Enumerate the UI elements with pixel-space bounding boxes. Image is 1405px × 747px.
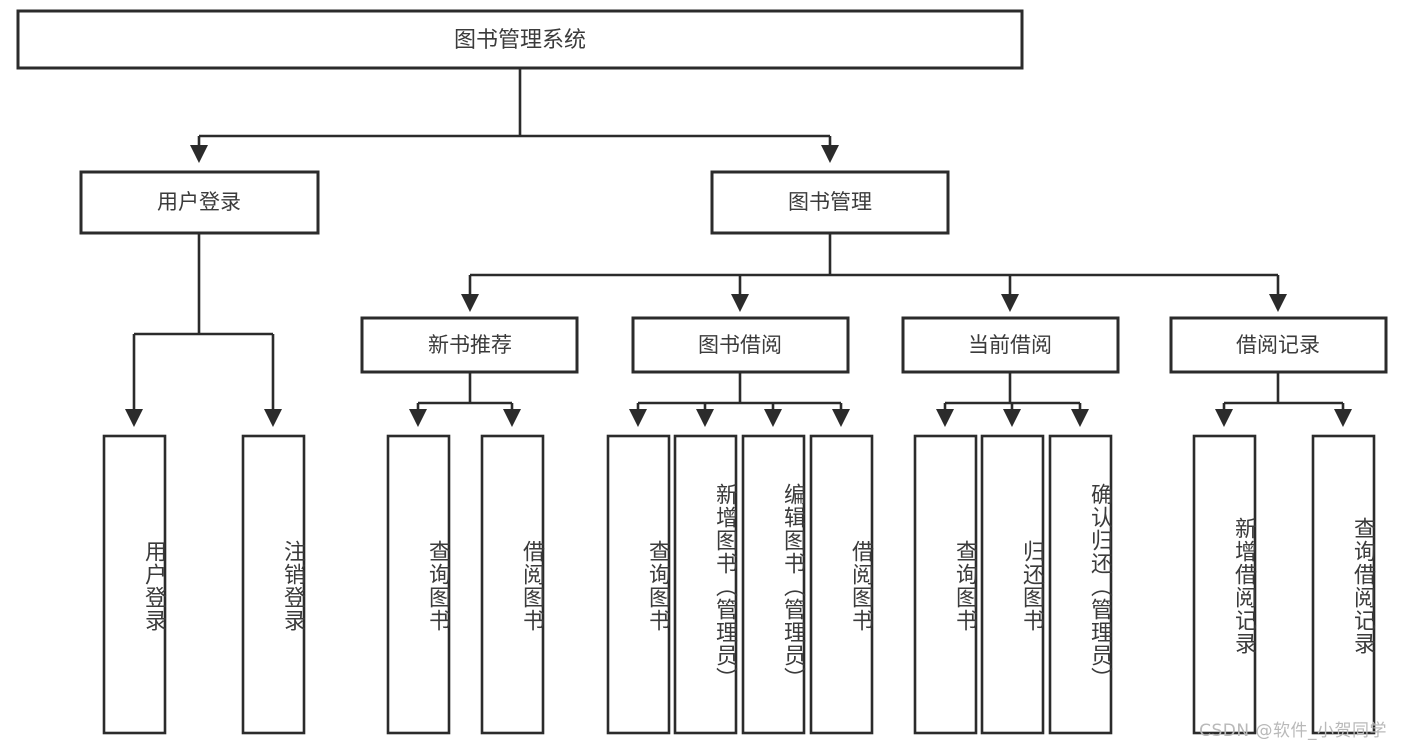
csdn-watermark: CSDN @软件_小贺同学 <box>1199 721 1387 741</box>
node-user-login-box[interactable] <box>79 170 320 235</box>
leaf-query-book-3-box[interactable] <box>913 434 978 735</box>
nodes-group: 图书管理系统 用户登录 图书管理 新书推荐 图书借阅 当前借阅 借阅记录 <box>16 9 1388 735</box>
leaf-return-book-box[interactable] <box>980 434 1045 735</box>
leaf-borrow-book-1-box[interactable] <box>480 434 545 735</box>
leaf-confirm-return-box[interactable] <box>1048 434 1113 735</box>
leaf-query-record-box[interactable] <box>1311 434 1376 735</box>
leaf-logout-box[interactable] <box>241 434 306 735</box>
edges-group <box>124 68 1353 428</box>
node-borrow-record-label: 借阅记录 <box>1236 333 1320 357</box>
leaf-user-login-box[interactable] <box>102 434 167 735</box>
leaf-edit-book-box[interactable] <box>741 434 806 735</box>
node-current-borrow-label: 当前借阅 <box>968 333 1052 357</box>
leaf-query-book-2-box[interactable] <box>606 434 671 735</box>
node-book-borrow-label: 图书借阅 <box>698 333 782 357</box>
leaf-borrow-book-2-box[interactable] <box>809 434 874 735</box>
node-user-login-label: 用户登录 <box>157 190 241 214</box>
node-book-manage-label: 图书管理 <box>788 190 872 214</box>
node-borrow-record-box[interactable] <box>1169 316 1388 374</box>
leaf-add-book-box[interactable] <box>673 434 738 735</box>
node-book-borrow-box[interactable] <box>631 316 850 374</box>
node-book-manage-box[interactable] <box>710 170 950 235</box>
node-new-book-rec-box[interactable] <box>360 316 579 374</box>
leaf-add-record-box[interactable] <box>1192 434 1257 735</box>
node-current-borrow-box[interactable] <box>901 316 1120 374</box>
node-root-label: 图书管理系统 <box>454 28 586 53</box>
node-new-book-rec-label: 新书推荐 <box>428 333 512 357</box>
leaf-query-book-1-box[interactable] <box>386 434 451 735</box>
node-root-box[interactable] <box>16 9 1024 70</box>
